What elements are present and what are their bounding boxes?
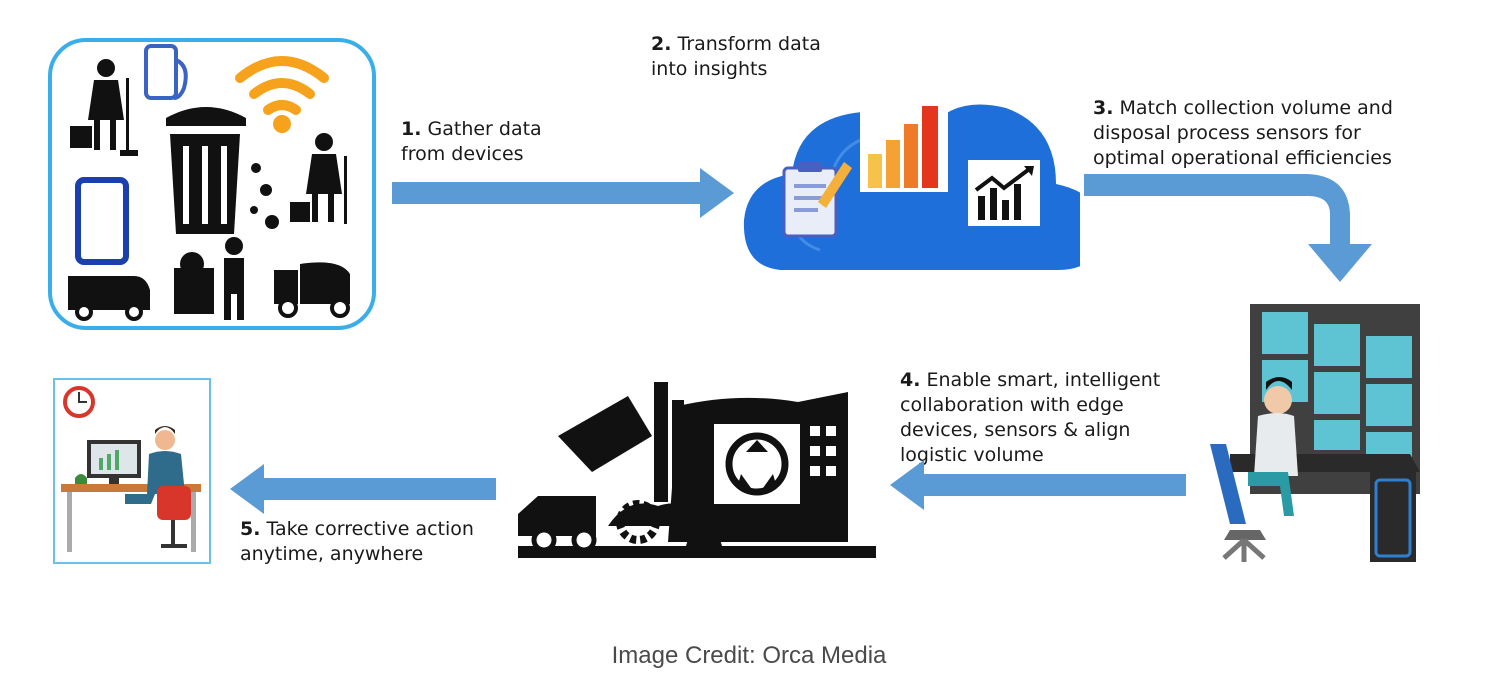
worker-icon [70, 59, 138, 156]
garbage-collector-icon [174, 237, 244, 320]
arrow-step-4 [890, 460, 1186, 510]
step-4-line3: devices, sensors & align [900, 419, 1131, 441]
step-2-line2: into insights [651, 58, 768, 80]
image-credit: Image Credit: Orca Media [611, 642, 887, 669]
step-3-line3: optimal operational efficiencies [1093, 147, 1392, 169]
step-5-number: 5. [240, 518, 261, 540]
step-4-label: 4. Enable smart, intelligent collaborati… [900, 368, 1200, 468]
office-worker-panel [53, 378, 211, 564]
mixer-truck-icon [274, 262, 350, 318]
step-5-label: 5. Take corrective action anytime, anywh… [240, 517, 520, 567]
control-room-icon [1200, 294, 1430, 566]
bar-chart-icon [860, 100, 948, 192]
step-3-line2: disposal process sensors for [1093, 122, 1361, 144]
step-2-line1: Transform data [677, 33, 821, 55]
arrow-step-5 [230, 464, 496, 514]
step-4-line1: Enable smart, intelligent [926, 369, 1161, 391]
van-icon [68, 276, 150, 321]
step-2-label: 2. Transform data into insights [651, 32, 911, 82]
arrow-step-1 [392, 168, 734, 218]
smartphone-icon [75, 177, 129, 265]
trash-can-icon [166, 107, 279, 234]
phone-icon [144, 44, 188, 100]
step-1-label: 1. Gather data from devices [401, 117, 641, 167]
step-1-number: 1. [401, 118, 422, 140]
devices-panel [48, 38, 378, 332]
clipboard-icon [782, 162, 852, 238]
trend-chart-icon [968, 160, 1040, 226]
clock-icon [63, 386, 95, 418]
cloud-analytics [740, 60, 1080, 280]
step-2-number: 2. [651, 33, 672, 55]
step-1-line1: Gather data [427, 118, 542, 140]
step-4-line2: collaboration with edge [900, 394, 1124, 416]
recycling-plant-icon [518, 376, 878, 560]
arrow-step-3 [1084, 174, 1372, 282]
step-4-line4: logistic volume [900, 444, 1044, 466]
recycle-symbol-icon [725, 432, 789, 496]
step-3-line1: Match collection volume and [1119, 97, 1393, 119]
wifi-icon [235, 56, 329, 133]
step-4-number: 4. [900, 369, 921, 391]
step-3-number: 3. [1093, 97, 1114, 119]
step-3-label: 3. Match collection volume and disposal … [1093, 96, 1493, 171]
step-5-line2: anytime, anywhere [240, 543, 424, 565]
step-1-line2: from devices [401, 143, 524, 165]
step-5-line1: Take corrective action [266, 518, 474, 540]
